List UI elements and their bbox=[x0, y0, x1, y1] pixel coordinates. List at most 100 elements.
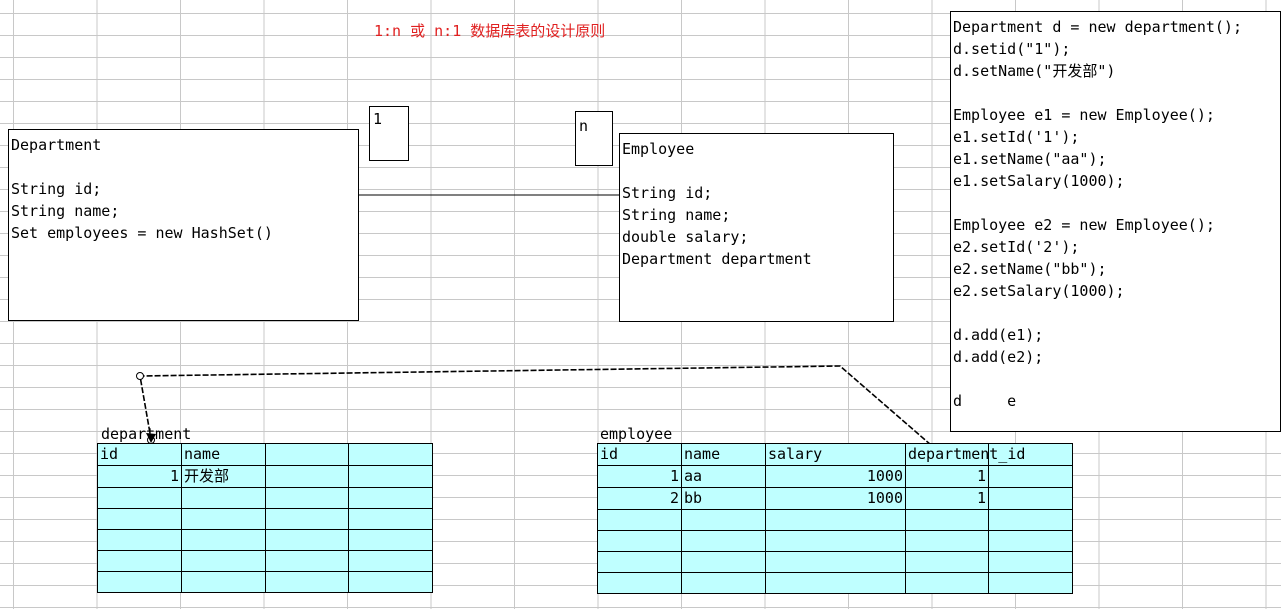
table-cell[interactable] bbox=[681, 530, 766, 552]
code-line: Employee e1 = new Employee(); bbox=[953, 106, 1215, 124]
table-cell[interactable] bbox=[597, 530, 682, 552]
table-cell[interactable] bbox=[265, 508, 349, 530]
table-cell[interactable]: aa bbox=[681, 465, 766, 488]
table-cell[interactable] bbox=[348, 550, 433, 572]
table-row bbox=[597, 530, 1073, 552]
table-cell[interactable] bbox=[348, 487, 433, 509]
table-cell[interactable]: 1 bbox=[597, 465, 682, 488]
fk-endpoint-handle bbox=[136, 372, 144, 380]
header-cell[interactable]: department_id bbox=[905, 443, 1025, 466]
table-cell[interactable] bbox=[905, 530, 989, 552]
table-cell[interactable]: 开发部 bbox=[181, 465, 266, 488]
table-cell[interactable] bbox=[265, 487, 349, 509]
header-cell[interactable] bbox=[265, 443, 349, 466]
table-row bbox=[597, 551, 1073, 573]
table-cell[interactable] bbox=[765, 530, 906, 552]
code-line bbox=[953, 302, 1280, 324]
table-cell[interactable] bbox=[181, 571, 266, 593]
table-cell[interactable] bbox=[988, 551, 1073, 573]
table-cell[interactable] bbox=[348, 529, 433, 551]
table-row: 2 bb 1000 1 bbox=[597, 487, 1073, 510]
table-cell[interactable]: 1 bbox=[905, 487, 989, 510]
table-cell[interactable] bbox=[348, 465, 433, 488]
table-cell[interactable] bbox=[765, 572, 906, 594]
table-cell[interactable] bbox=[681, 551, 766, 573]
table-cell[interactable] bbox=[988, 572, 1073, 594]
department-class-box[interactable]: Department String id; String name; Set e… bbox=[8, 129, 359, 321]
table-cell[interactable] bbox=[97, 487, 182, 509]
table-cell[interactable] bbox=[988, 487, 1073, 510]
table-row bbox=[597, 509, 1073, 531]
table-cell[interactable] bbox=[181, 508, 266, 530]
table-cell[interactable] bbox=[97, 550, 182, 572]
table-cell[interactable] bbox=[988, 465, 1073, 488]
multiplicity-one-label: 1 bbox=[373, 110, 383, 128]
multiplicity-one-box[interactable]: 1 bbox=[369, 106, 409, 161]
table-cell[interactable]: 1 bbox=[905, 465, 989, 488]
table-cell[interactable] bbox=[988, 509, 1073, 531]
header-cell[interactable] bbox=[348, 443, 433, 466]
class-line bbox=[11, 156, 358, 178]
code-panel[interactable]: Department d = new department(); d.setid… bbox=[950, 11, 1281, 432]
table-cell[interactable] bbox=[181, 487, 266, 509]
class-line: Department bbox=[11, 136, 102, 154]
table-cell[interactable] bbox=[597, 551, 682, 573]
table-header-row: id name bbox=[97, 443, 433, 466]
table-cell[interactable] bbox=[905, 509, 989, 531]
header-cell[interactable]: id bbox=[597, 443, 682, 466]
table-row: 1 aa 1000 1 bbox=[597, 465, 1073, 488]
table-header-row: id name salary department_id bbox=[597, 443, 1073, 466]
page-title: 1:n 或 n:1 数据库表的设计原则 bbox=[374, 22, 606, 40]
table-row bbox=[97, 571, 433, 593]
code-line: d.add(e2); bbox=[953, 348, 1044, 366]
class-line: String name; bbox=[622, 206, 731, 224]
code-line: Department d = new department(); bbox=[953, 18, 1242, 36]
table-cell[interactable] bbox=[265, 465, 349, 488]
multiplicity-many-box[interactable]: n bbox=[575, 111, 613, 166]
employee-table: id name salary department_id 1 aa 1000 1… bbox=[597, 443, 1073, 594]
code-line: d.setName("开发部") bbox=[953, 62, 1116, 80]
table-cell[interactable] bbox=[905, 551, 989, 573]
code-line bbox=[953, 82, 1280, 104]
class-line bbox=[622, 160, 893, 182]
table-cell[interactable]: 2 bbox=[597, 487, 682, 510]
code-line: e1.setSalary(1000); bbox=[953, 172, 1125, 190]
table-row bbox=[97, 529, 433, 551]
table-cell[interactable]: 1 bbox=[97, 465, 182, 488]
table-cell[interactable] bbox=[597, 572, 682, 594]
code-line: e2.setName("bb"); bbox=[953, 260, 1107, 278]
header-cell[interactable]: salary bbox=[765, 443, 906, 466]
table-cell[interactable] bbox=[265, 571, 349, 593]
table-cell[interactable] bbox=[181, 550, 266, 572]
table-cell[interactable] bbox=[97, 529, 182, 551]
department-table: id name 1 开发部 bbox=[97, 443, 433, 593]
table-cell[interactable] bbox=[348, 508, 433, 530]
code-line: e2.setId('2'); bbox=[953, 238, 1080, 256]
table-cell[interactable] bbox=[597, 509, 682, 531]
table-cell[interactable] bbox=[681, 572, 766, 594]
table-cell[interactable] bbox=[765, 509, 906, 531]
table-cell[interactable] bbox=[765, 551, 906, 573]
table-cell[interactable] bbox=[681, 509, 766, 531]
class-line: Department department bbox=[622, 250, 812, 268]
table-row bbox=[597, 572, 1073, 594]
header-cell[interactable]: name bbox=[181, 443, 266, 466]
table-row bbox=[97, 487, 433, 509]
header-cell[interactable]: id bbox=[97, 443, 182, 466]
code-line: Employee e2 = new Employee(); bbox=[953, 216, 1215, 234]
table-cell[interactable] bbox=[181, 529, 266, 551]
employee-class-box[interactable]: Employee String id; String name; double … bbox=[619, 133, 894, 322]
table-cell[interactable]: bb bbox=[681, 487, 766, 510]
table-cell[interactable] bbox=[905, 572, 989, 594]
table-cell[interactable] bbox=[265, 529, 349, 551]
table-cell[interactable]: 1000 bbox=[765, 487, 906, 510]
header-cell[interactable]: name bbox=[681, 443, 766, 466]
table-cell[interactable] bbox=[348, 571, 433, 593]
table-cell[interactable]: 1000 bbox=[765, 465, 906, 488]
table-cell[interactable] bbox=[97, 508, 182, 530]
table-cell[interactable] bbox=[97, 571, 182, 593]
table-cell[interactable] bbox=[265, 550, 349, 572]
code-line: d.add(e1); bbox=[953, 326, 1044, 344]
table-cell[interactable] bbox=[988, 530, 1073, 552]
employee-table-label: employee bbox=[600, 425, 673, 443]
